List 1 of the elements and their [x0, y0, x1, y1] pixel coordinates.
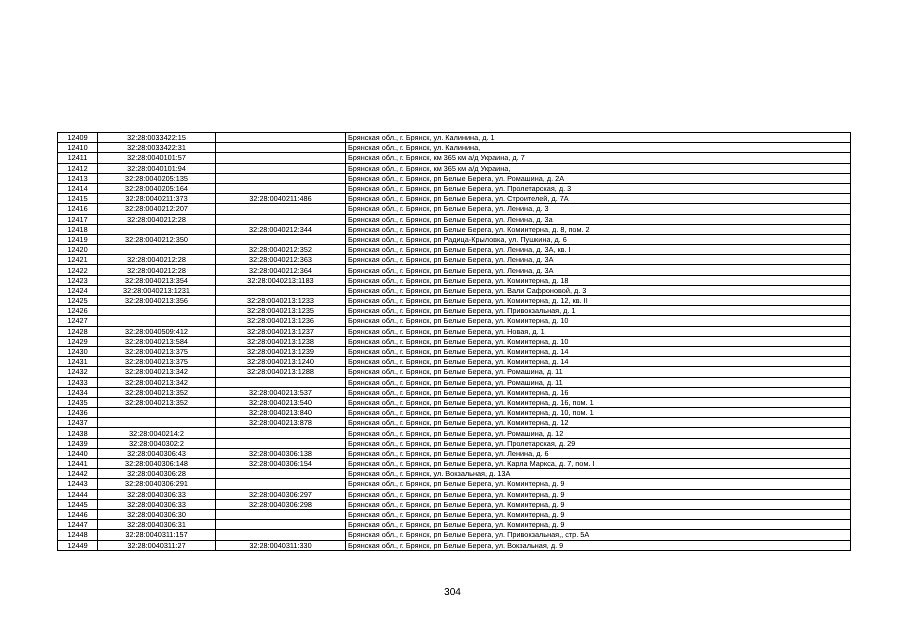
page-number: 304: [444, 587, 461, 598]
